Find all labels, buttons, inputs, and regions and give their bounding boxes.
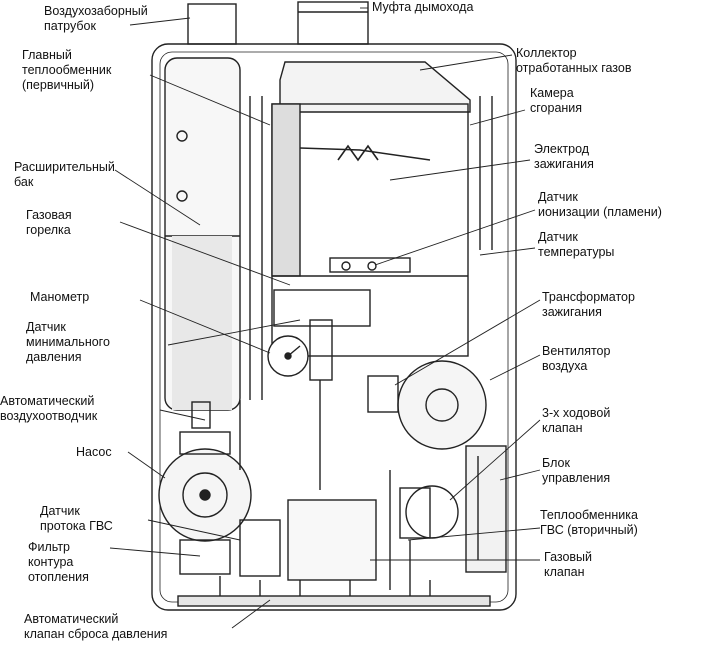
air-intake-pipe: [187, 3, 237, 45]
label-manometer: Манометр: [30, 290, 90, 304]
label-flue-coupling: Муфта дымохода: [372, 0, 474, 14]
ignition-transformer: [367, 375, 399, 413]
electrode-block: [329, 257, 411, 273]
flue-pipe: [297, 1, 369, 45]
gas-valve: [287, 499, 377, 581]
three-way-valve: [405, 485, 459, 539]
air-vent: [191, 401, 211, 429]
leader-lines: [109, 7, 541, 629]
air-fan: [397, 360, 487, 450]
gas-burner: [273, 289, 371, 327]
label-pump: Насос: [76, 445, 112, 459]
control-unit: [465, 445, 507, 573]
dhw-exchanger: [239, 519, 281, 577]
flue-collector: [279, 61, 471, 113]
heating-filter: [179, 539, 231, 575]
